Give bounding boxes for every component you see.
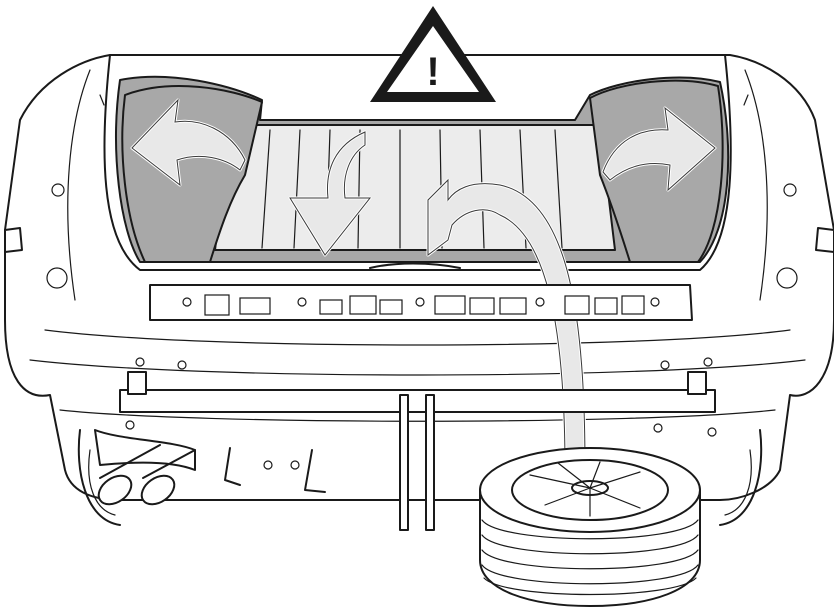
spare-tire-icon: [480, 448, 700, 606]
warning-symbol: !: [426, 50, 439, 94]
trunk-floor-panel: [215, 125, 615, 250]
rear-bumper-carrier: [150, 285, 692, 320]
